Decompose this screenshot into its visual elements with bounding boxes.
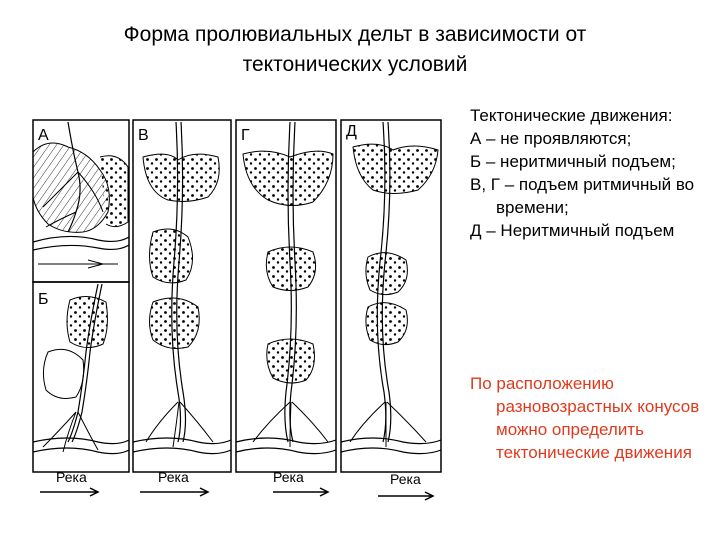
panel-g-drawing [235,121,337,455]
panel-b-drawing [32,283,130,455]
panel-d-drawing [340,121,442,455]
delta-figure: А Б В Г Д Река Река Река Река [32,119,442,501]
river-label-2: Река [158,469,189,485]
legend-line-1: Тектонические движения: [470,106,673,125]
legend-line-4: В, Г – подъем ритмичный во времени; [470,175,695,217]
panel-label-d: Д [346,123,357,140]
river-arrow-3 [273,487,330,497]
panel-label-a: А [38,127,49,144]
title-line-2: тектонических условий [242,53,468,76]
panel-label-g: Г [241,127,250,144]
legend-line-2: А – не проявляются; [470,129,632,148]
panel-v-drawing [132,121,232,455]
river-label-4: Река [390,471,421,487]
legend-line-3: Б – неритмичный подъем; [470,152,676,171]
panel-b-frame [32,281,130,473]
panel-g-frame [235,119,337,473]
panel-label-v: В [138,127,149,144]
note-text: По расположению разновозрастных конусов … [470,374,700,462]
river-arrow-1 [40,487,100,497]
river-label-1: Река [56,469,87,485]
panel-a-drawing [32,121,130,269]
slide-title: Форма пролювиальных дельт в зависимости … [60,20,650,80]
river-arrow-2 [140,487,210,497]
panel-label-b: Б [38,291,49,308]
legend-block: Тектонические движения: А – не проявляют… [470,104,710,242]
river-label-3: Река [273,469,304,485]
legend-line-5: Д – Неритмичный подъем [470,221,675,240]
river-arrow-4 [378,491,435,501]
panel-d-frame [340,119,442,473]
panel-v-frame [132,119,232,473]
title-line-1: Форма пролювиальных дельт в зависимости … [123,23,587,46]
